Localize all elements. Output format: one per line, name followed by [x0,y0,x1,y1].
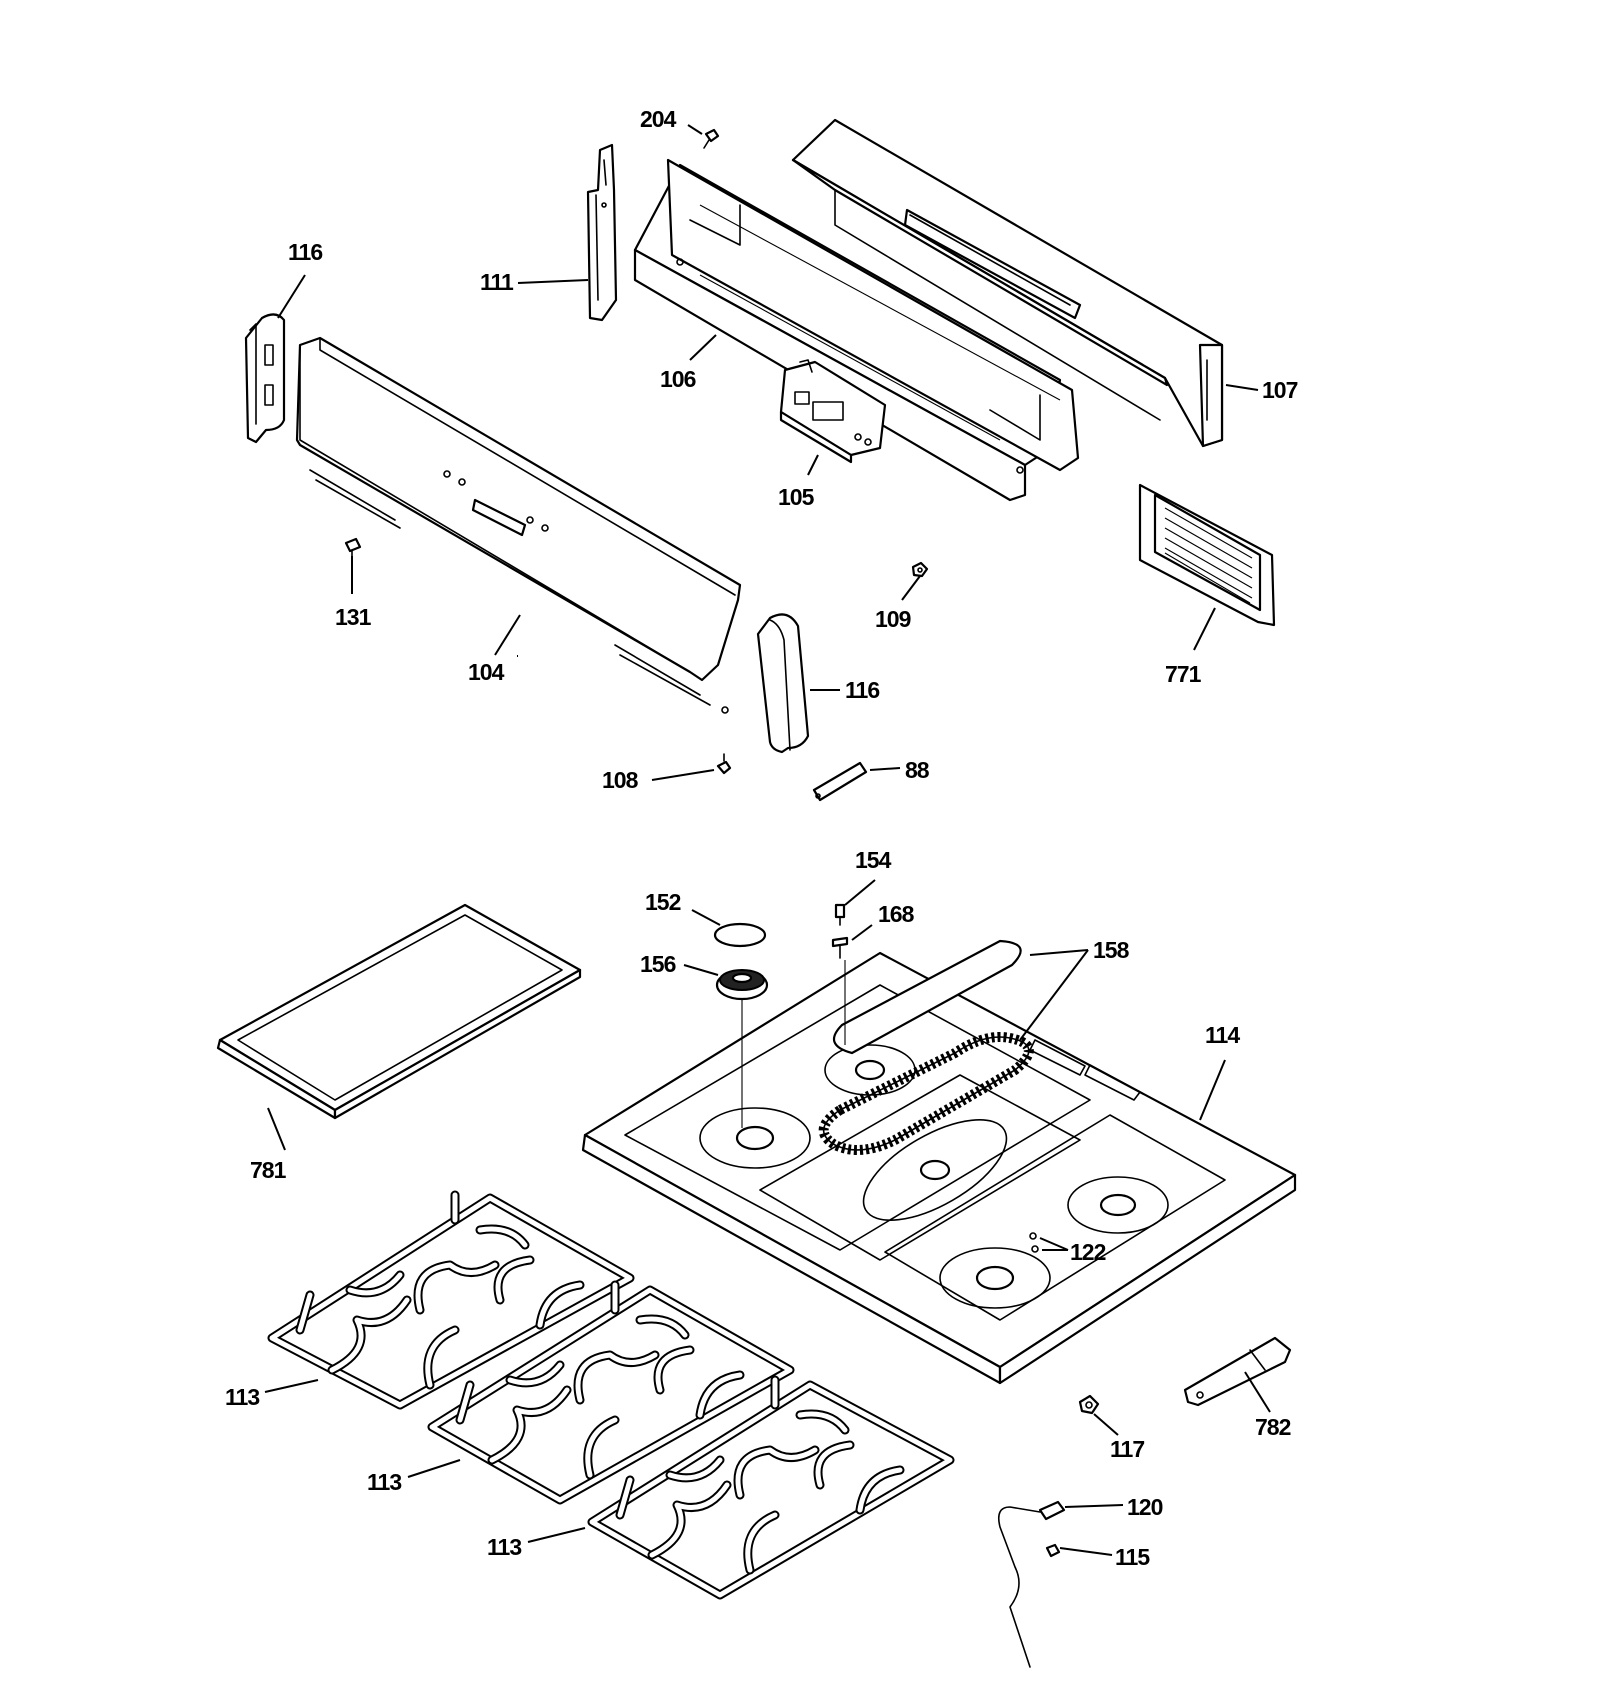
callout-120: 120 [1127,1494,1163,1520]
callout-117: 117 [1110,1436,1144,1462]
part-168-clip [831,936,849,1045]
callout-106: 106 [660,366,696,392]
callout-204: 204 [640,106,677,132]
part-113-grate-3 [587,1375,955,1600]
part-131-screw [344,537,362,557]
callout-152: 152 [645,889,681,915]
part-116-left-endcap [244,313,286,444]
part-108-screw [716,753,732,775]
callout-168: 168 [878,901,915,927]
part-204-screw [703,128,720,149]
callout-105: 105 [778,484,815,510]
callout-107: 107 [1262,377,1298,403]
part-117-nut [1078,1394,1100,1415]
part-122-screws [1029,1232,1039,1253]
leader-lines [264,124,1271,1556]
callout-113-1: 113 [225,1384,259,1410]
part-771-vent-grille [1138,483,1276,627]
callout-111: 111 [480,269,514,295]
part-107-vent-trim [791,118,1224,448]
callout-113-3: 113 [487,1534,521,1560]
part-109-nut [911,561,929,578]
callout-158: 158 [1093,937,1130,963]
callout-114: 114 [1205,1022,1240,1048]
callout-109: 109 [875,606,911,632]
part-782-bracket [1183,1336,1292,1407]
callout-116-right: 116 [845,677,879,703]
part-120-tube [997,1500,1066,1668]
callout-122: 122 [1070,1239,1106,1265]
callout-116-left: 116 [288,239,322,265]
callout-131: 131 [335,604,372,630]
callout-113-2: 113 [367,1469,401,1495]
callout-156: 156 [640,951,676,977]
callout-771: 771 [1165,661,1202,687]
part-104-control-panel [295,336,742,714]
callout-154: 154 [855,847,892,873]
part-116-right-endcap [756,613,810,754]
part-88-clip [812,761,868,802]
part-154-electrode [834,903,846,926]
part-111-bracket [586,143,618,322]
part-113-grate-1 [267,1190,635,1410]
callout-labels: 204 116 111 106 107 105 131 104 109 771 … [225,106,1299,1570]
callout-104: 104 [468,659,505,685]
callout-782: 782 [1255,1414,1291,1440]
part-105-control [779,359,887,464]
callout-781: 781 [250,1157,287,1183]
callout-88: 88 [905,757,930,783]
part-114-cooktop [581,951,1297,1385]
callout-115: 115 [1115,1544,1150,1570]
part-115-screw [1045,1543,1061,1558]
part-158-oval-burner [818,939,1034,1155]
callout-108: 108 [602,767,639,793]
part-156-burner-head [715,969,769,1128]
part-113-grate-2 [427,1280,795,1505]
part-152-burner-cap [713,922,767,948]
part-781-griddle [216,903,582,1120]
